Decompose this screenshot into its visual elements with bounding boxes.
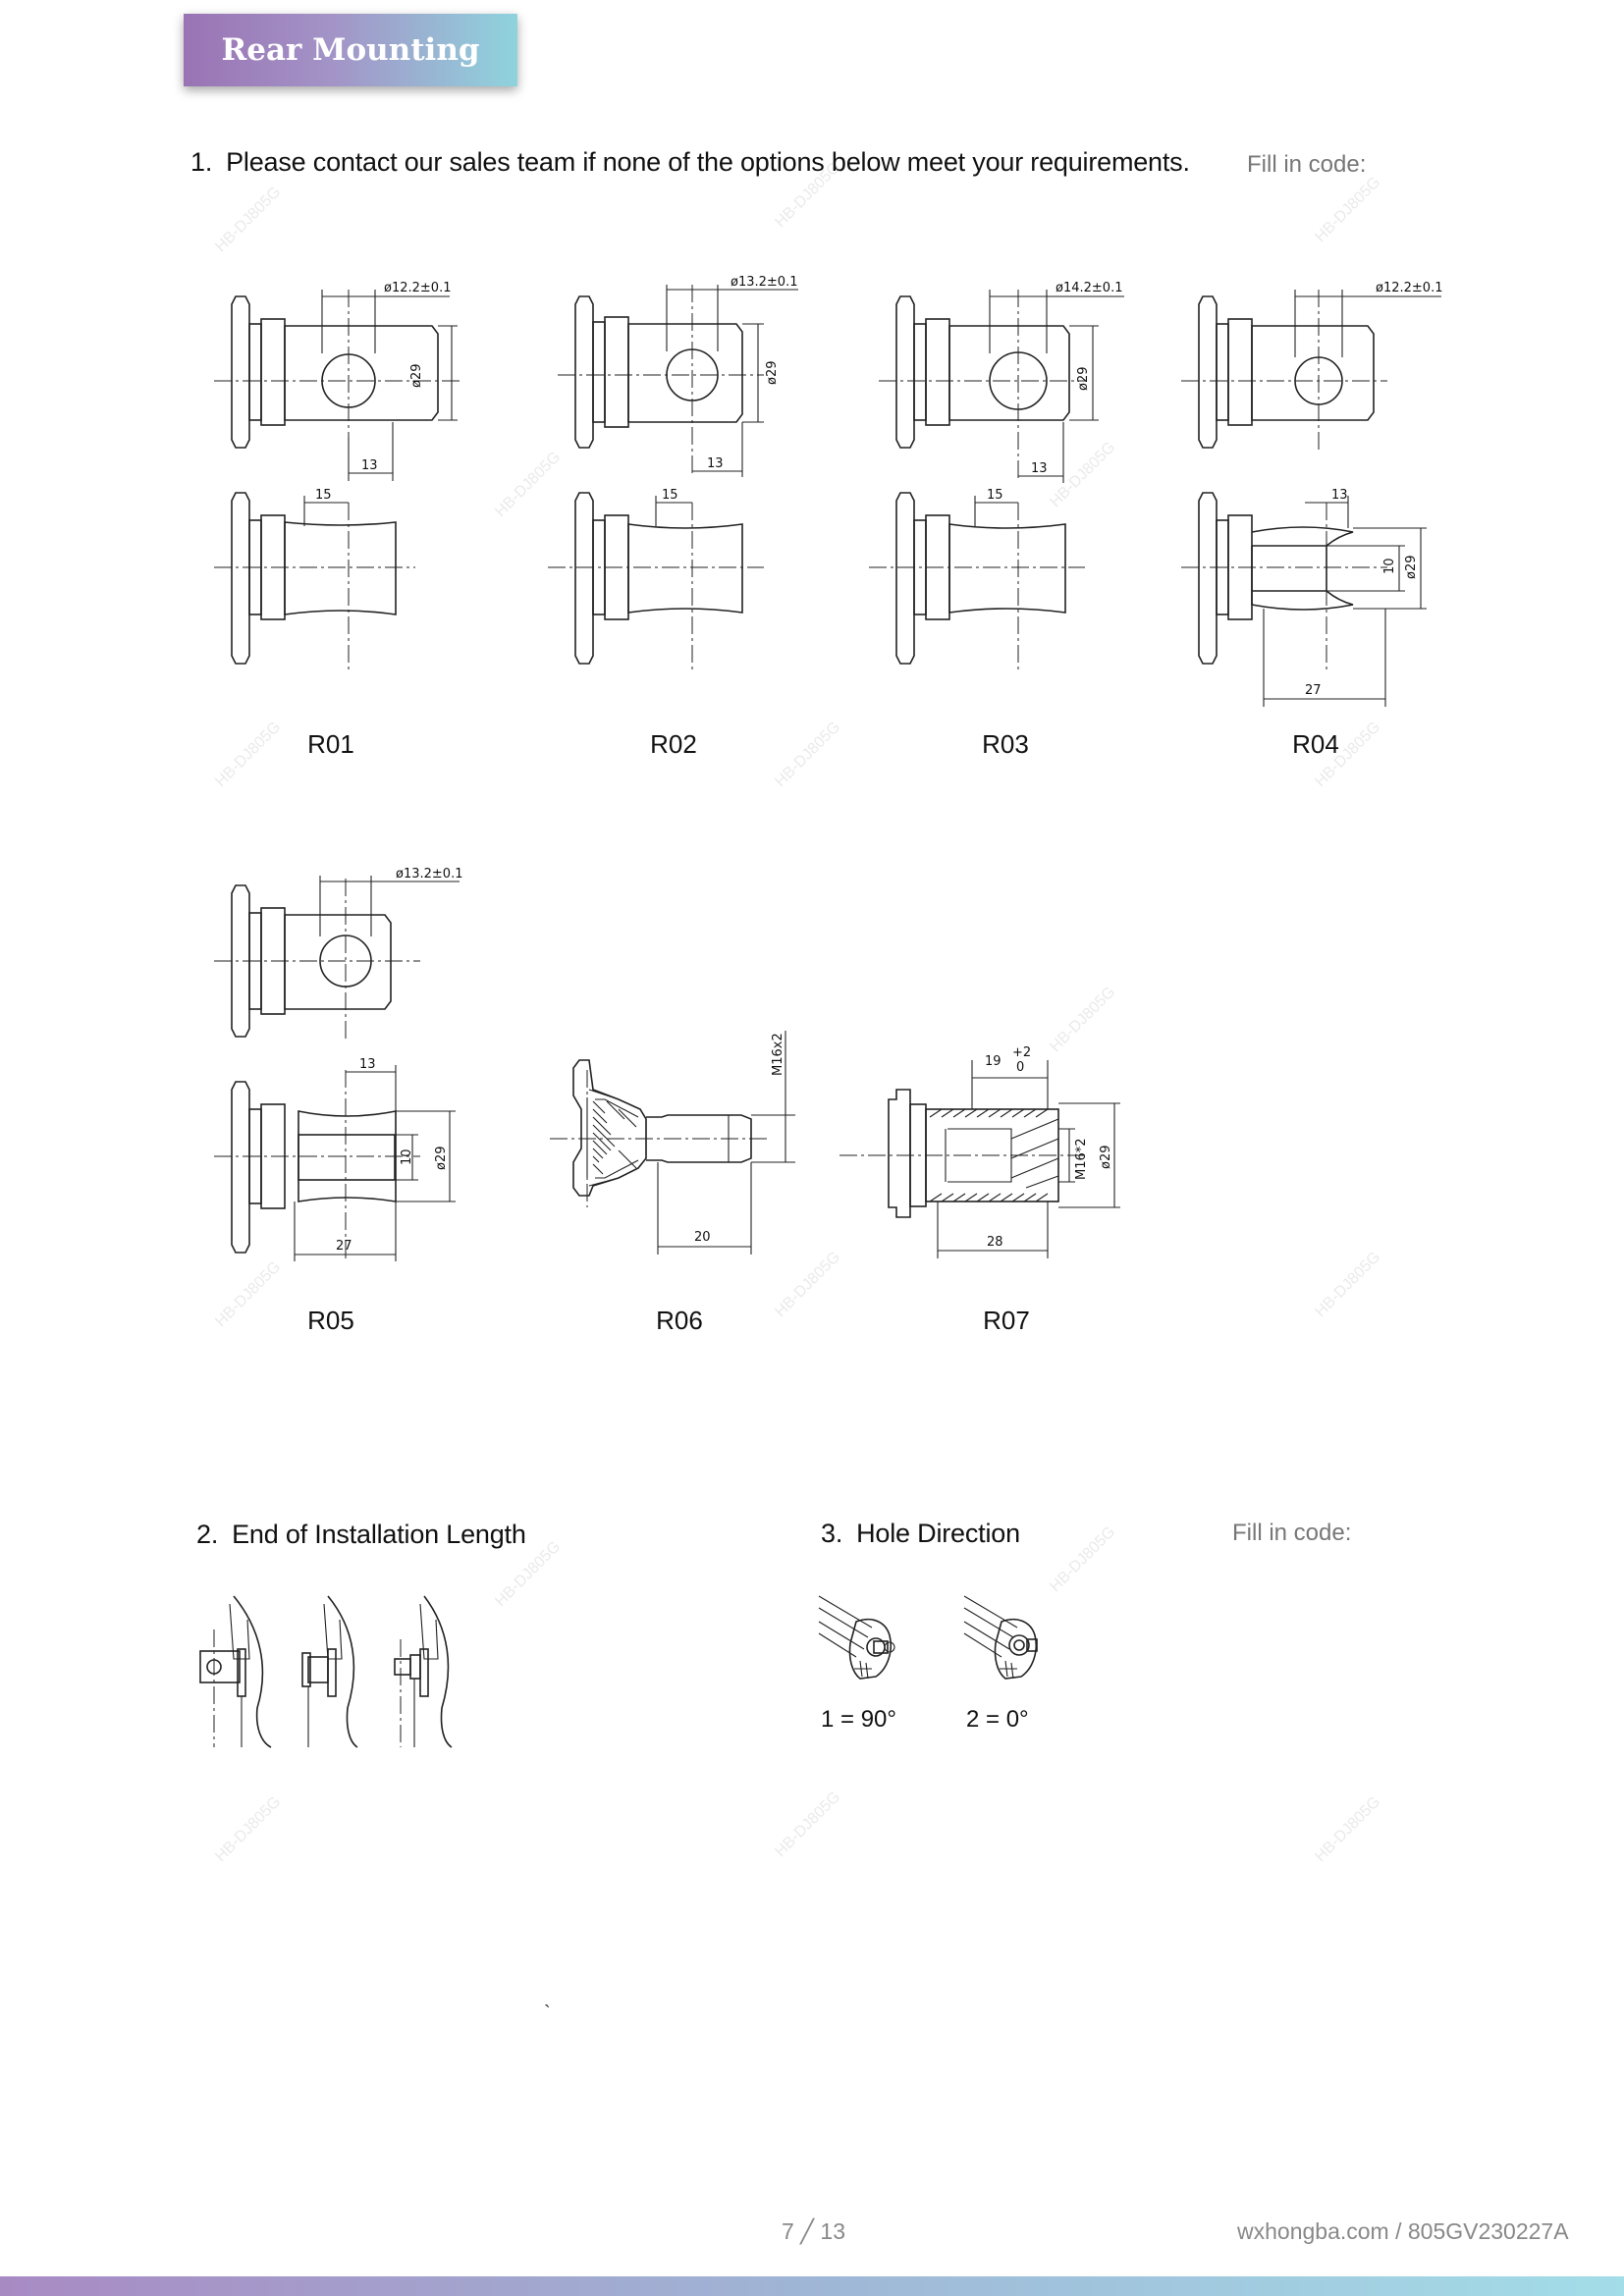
r04-diameter-dimension: ø29 bbox=[1404, 556, 1419, 580]
option-label-r03: R03 bbox=[982, 729, 1029, 759]
watermark: HB-DJ805G bbox=[772, 719, 844, 791]
r05-side-view bbox=[214, 1065, 456, 1261]
r06-thread-dimension: M16x2 bbox=[771, 1033, 785, 1076]
option-r07-drawing: 19 +2 0 M16*2 ø29 28 bbox=[839, 1045, 1120, 1258]
r03-top-view bbox=[879, 290, 1124, 483]
option-label-r01: R01 bbox=[307, 729, 354, 759]
r07-thread-dimension: M16*2 bbox=[1074, 1138, 1089, 1180]
r04-hole-dimension: ø12.2±0.1 bbox=[1376, 281, 1442, 295]
section-2-text: End of Installation Length bbox=[232, 1520, 526, 1549]
r03-side-view bbox=[869, 492, 1085, 672]
watermark: HB-DJ805G bbox=[1312, 1249, 1384, 1321]
option-r01-drawing: ø12.2±0.1 ø29 13 15 bbox=[214, 281, 460, 672]
stray-mark: ` bbox=[544, 2002, 551, 2024]
r01-diameter-dimension: ø29 bbox=[409, 364, 424, 389]
watermark: HB-DJ805G bbox=[1312, 174, 1384, 246]
r01-top-view bbox=[214, 290, 460, 481]
r07-diameter-dimension: ø29 bbox=[1099, 1146, 1113, 1170]
section-2-number: 2. bbox=[196, 1520, 219, 1549]
section-1-text: Please contact our sales team if none of… bbox=[226, 147, 1190, 177]
page-title: Rear Mounting End bbox=[221, 32, 480, 140]
r06-length-dimension: 20 bbox=[694, 1230, 711, 1245]
watermark: HB-DJ805G bbox=[212, 1793, 285, 1866]
hole-direction-option-2-label: 2 = 0° bbox=[966, 1706, 1029, 1733]
installation-option-3 bbox=[394, 1595, 453, 1748]
footer-color-bar bbox=[0, 2276, 1624, 2296]
r05-length-dimension: 27 bbox=[336, 1239, 352, 1254]
watermark: HB-DJ805G bbox=[772, 1789, 844, 1861]
section-2-heading: 2. End of Installation Length bbox=[196, 1520, 526, 1550]
option-label-r04: R04 bbox=[1292, 729, 1339, 759]
watermark: HB-DJ805G bbox=[212, 184, 285, 256]
section-1-number: 1. bbox=[190, 147, 213, 177]
watermark: HB-DJ805G bbox=[1312, 1793, 1384, 1866]
installation-length-diagram bbox=[199, 1595, 453, 1748]
r07-tolerance-upper: +2 bbox=[1012, 1045, 1031, 1060]
option-label-r02: R02 bbox=[650, 729, 697, 759]
r04-side-view bbox=[1181, 492, 1427, 707]
r01-offset-dimension: 13 bbox=[361, 458, 378, 473]
r07-tolerance-lower: 0 bbox=[1016, 1060, 1024, 1075]
section-3-fill-code-label: Fill in code: bbox=[1232, 1520, 1352, 1546]
document-reference: wxhongba.com / 805GV230227A bbox=[1237, 2218, 1569, 2244]
r04-top-view bbox=[1181, 290, 1441, 452]
option-r03-drawing: ø14.2±0.1 ø29 13 15 bbox=[869, 281, 1124, 672]
r05-slot-dimension: 13 bbox=[359, 1057, 376, 1072]
r02-hole-dimension: ø13.2±0.1 bbox=[731, 275, 797, 290]
r05-gap-dimension: 10 bbox=[400, 1148, 414, 1165]
r04-length-dimension: 27 bbox=[1305, 683, 1322, 698]
r01-slot-dimension: 15 bbox=[315, 488, 332, 503]
header-banner: Rear Mounting End bbox=[184, 14, 517, 140]
option-r02-drawing: ø13.2±0.1 ø29 13 15 bbox=[548, 275, 798, 672]
option-label-r05: R05 bbox=[307, 1306, 354, 1335]
hole-direction-0-image bbox=[963, 1595, 1038, 1680]
r04-slot-dimension: 13 bbox=[1331, 488, 1348, 503]
r03-slot-dimension: 15 bbox=[987, 488, 1003, 503]
r05-hole-dimension: ø13.2±0.1 bbox=[396, 867, 462, 881]
r03-hole-dimension: ø14.2±0.1 bbox=[1056, 281, 1122, 295]
r02-offset-dimension: 13 bbox=[707, 456, 724, 471]
page-number: 7 ╱ 13 bbox=[782, 2218, 846, 2244]
section-3-number: 3. bbox=[821, 1519, 843, 1548]
r05-diameter-dimension: ø29 bbox=[434, 1147, 449, 1171]
installation-option-1 bbox=[199, 1595, 272, 1748]
installation-option-2 bbox=[301, 1595, 358, 1748]
r07-depth-dimension: 19 bbox=[985, 1054, 1001, 1069]
option-label-r06: R06 bbox=[656, 1306, 703, 1335]
option-r06-drawing: M16x2 20 bbox=[550, 1031, 795, 1255]
r04-gap-dimension: 10 bbox=[1382, 558, 1397, 574]
r02-top-view bbox=[558, 285, 798, 477]
r07-side-view bbox=[839, 1060, 1120, 1258]
section-1-heading: 1. Please contact our sales team if none … bbox=[190, 147, 1190, 178]
r01-side-view bbox=[214, 492, 415, 672]
r06-side-view bbox=[550, 1031, 795, 1255]
watermark: HB-DJ805G bbox=[492, 449, 565, 521]
r03-diameter-dimension: ø29 bbox=[1076, 367, 1091, 392]
option-r05-drawing: ø13.2±0.1 13 10 ø29 27 bbox=[214, 867, 462, 1261]
option-r04-drawing: ø12.2±0.1 13 10 ø29 27 bbox=[1181, 281, 1442, 707]
r02-side-view bbox=[548, 492, 764, 672]
hole-direction-option-1-label: 1 = 90° bbox=[821, 1706, 896, 1733]
r02-slot-dimension: 15 bbox=[662, 488, 678, 503]
r02-diameter-dimension: ø29 bbox=[765, 361, 780, 386]
section-3-heading: 3. Hole Direction bbox=[821, 1519, 1020, 1549]
r01-hole-dimension: ø12.2±0.1 bbox=[384, 281, 451, 295]
option-label-r07: R07 bbox=[983, 1306, 1030, 1335]
section-1-fill-code-label: Fill in code: bbox=[1247, 151, 1367, 178]
hole-direction-90-image bbox=[818, 1595, 895, 1680]
r05-top-view bbox=[214, 876, 460, 1041]
r03-offset-dimension: 13 bbox=[1031, 461, 1048, 476]
section-3-text: Hole Direction bbox=[856, 1519, 1020, 1548]
r07-length-dimension: 28 bbox=[987, 1235, 1003, 1250]
